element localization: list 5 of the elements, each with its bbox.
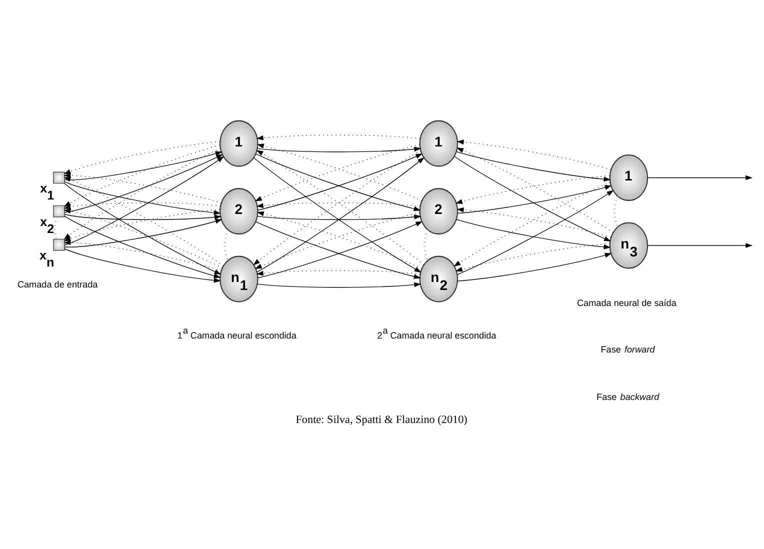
legend-label: Fase backward [596, 392, 660, 402]
legend-label: Fase forward [600, 344, 655, 354]
label: Camada neural de saída [576, 297, 676, 308]
label: Camada de entrada [17, 279, 98, 290]
caption: Fonte: Silva, Spatti & Flauzino (2010) [296, 413, 468, 426]
